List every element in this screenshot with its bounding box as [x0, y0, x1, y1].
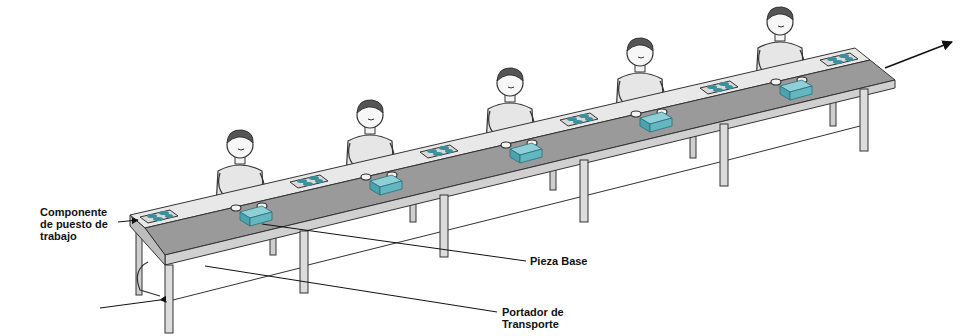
part-label: Portador de Transporte	[502, 306, 592, 330]
part-label: Componente de puesto de trabajo	[40, 206, 120, 242]
part-label: Pieza Base	[530, 255, 620, 267]
